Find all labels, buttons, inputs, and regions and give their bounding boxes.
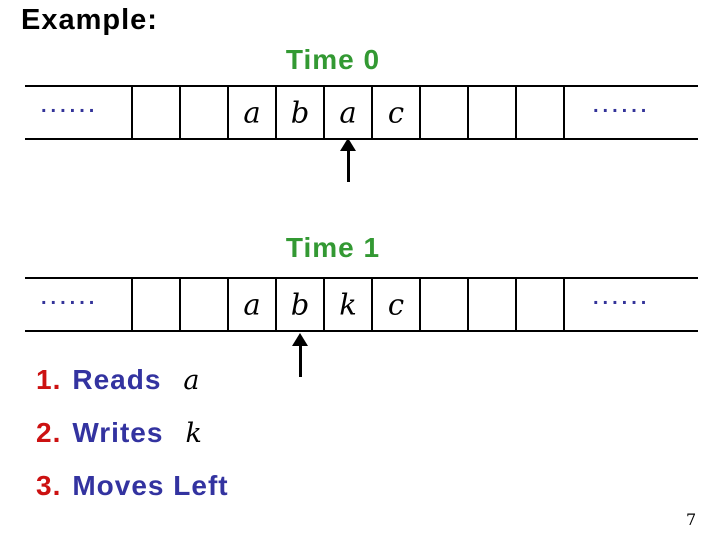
step-action: Moves Left — [72, 470, 229, 501]
time0-left-ellipsis: ...... — [41, 95, 99, 117]
cell-divider — [563, 279, 565, 330]
cell-divider — [179, 279, 181, 330]
time1-right-ellipsis: ...... — [593, 287, 651, 309]
page-number: 7 — [686, 510, 697, 529]
cell-divider — [563, 87, 565, 138]
cell-divider — [419, 279, 421, 330]
time1-left-ellipsis: ...... — [41, 287, 99, 309]
step-number: 1. — [36, 364, 62, 395]
time0-tape: ...... ...... a b a c — [25, 85, 698, 140]
time0-head-arrow — [340, 138, 356, 182]
cell-divider — [515, 279, 517, 330]
cell-divider — [275, 279, 277, 330]
cell-divider — [515, 87, 517, 138]
tape-cell: a — [243, 287, 261, 321]
cell-divider — [275, 87, 277, 138]
time0-label: Time 0 — [285, 44, 381, 75]
step-number: 2. — [36, 417, 62, 448]
step-row-1: 1. Reads a — [36, 364, 251, 417]
time1-tape: ...... ...... a b k c — [25, 277, 698, 332]
step-row-2: 2. Writes k — [36, 417, 251, 470]
tape-cell: c — [387, 287, 405, 321]
slide-title: Example: — [21, 4, 158, 36]
cell-divider — [227, 87, 229, 138]
step-number: 3. — [36, 470, 62, 501]
step-symbol: k — [185, 418, 202, 449]
tape-cell: b — [290, 287, 310, 321]
tape-cell: k — [339, 287, 357, 321]
cell-divider — [179, 87, 181, 138]
tape-cell: a — [339, 95, 357, 129]
tape-cell: c — [387, 95, 405, 129]
tape-cell: b — [290, 95, 310, 129]
cell-divider — [467, 87, 469, 138]
step-action: Reads — [72, 364, 162, 395]
step-row-3: 3. Moves Left — [36, 470, 251, 523]
time1-label: Time 1 — [285, 232, 381, 263]
cell-divider — [419, 87, 421, 138]
cell-divider — [227, 279, 229, 330]
tape-cell: a — [243, 95, 261, 129]
arrow-line — [298, 346, 302, 377]
cell-divider — [131, 87, 133, 138]
steps-list: 1. Reads a 2. Writes k 3. Moves Left — [36, 364, 251, 523]
step-symbol: a — [183, 365, 200, 396]
time0-right-ellipsis: ...... — [593, 95, 651, 117]
cell-divider — [467, 279, 469, 330]
arrow-up-icon — [292, 333, 308, 346]
cell-divider — [323, 87, 325, 138]
cell-divider — [323, 279, 325, 330]
cell-divider — [131, 279, 133, 330]
cell-divider — [371, 279, 373, 330]
time1-head-arrow — [292, 333, 308, 377]
step-action: Writes — [72, 417, 164, 448]
arrow-line — [346, 151, 350, 182]
cell-divider — [371, 87, 373, 138]
arrow-up-icon — [340, 138, 356, 151]
